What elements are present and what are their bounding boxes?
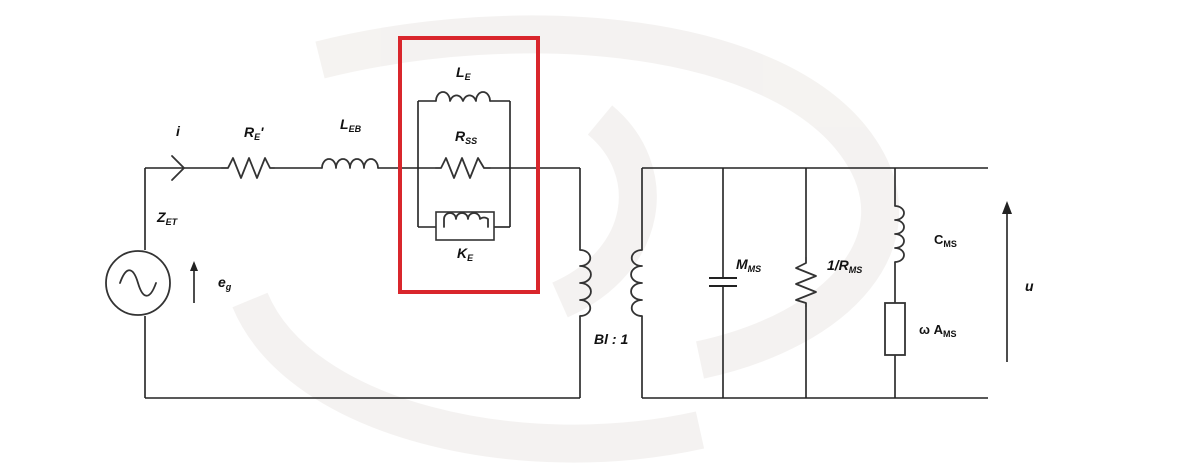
inductor-leb bbox=[321, 158, 379, 169]
eg-arrow-icon bbox=[190, 261, 198, 303]
transformer-primary bbox=[579, 249, 592, 317]
highlight-box bbox=[398, 36, 540, 294]
label-zet: ZET bbox=[156, 209, 179, 227]
label-u: u bbox=[1025, 278, 1034, 294]
background-watermark bbox=[232, 15, 899, 463]
label-mms: MMS bbox=[736, 256, 761, 274]
resistor-re bbox=[221, 157, 275, 179]
label-current: i bbox=[176, 123, 181, 139]
inductor-le bbox=[435, 91, 491, 102]
label-rss: RSS bbox=[455, 128, 477, 146]
label-leb: LEB bbox=[340, 116, 362, 134]
label-ams: ω AMS bbox=[919, 322, 956, 339]
label-ke: KE bbox=[457, 245, 474, 263]
label-transformer: Bl : 1 bbox=[594, 331, 628, 347]
capacitor-mms bbox=[709, 277, 737, 287]
inductor-cms bbox=[894, 205, 905, 263]
resistor-ams bbox=[884, 302, 906, 356]
ac-source bbox=[105, 250, 171, 316]
transformer-secondary bbox=[630, 249, 643, 317]
resistor-rms bbox=[795, 257, 817, 307]
label-eg: eg bbox=[218, 274, 232, 292]
label-cms: CMS bbox=[934, 232, 957, 249]
label-le: LE bbox=[456, 64, 472, 82]
label-re: RE' bbox=[244, 124, 264, 142]
u-arrow-icon bbox=[1002, 201, 1012, 362]
label-rms: 1/RMS bbox=[827, 257, 862, 275]
semi-inductor-ke bbox=[435, 211, 495, 241]
wires bbox=[144, 100, 988, 399]
resistor-rss bbox=[435, 157, 491, 179]
current-arrow-icon bbox=[171, 155, 185, 181]
